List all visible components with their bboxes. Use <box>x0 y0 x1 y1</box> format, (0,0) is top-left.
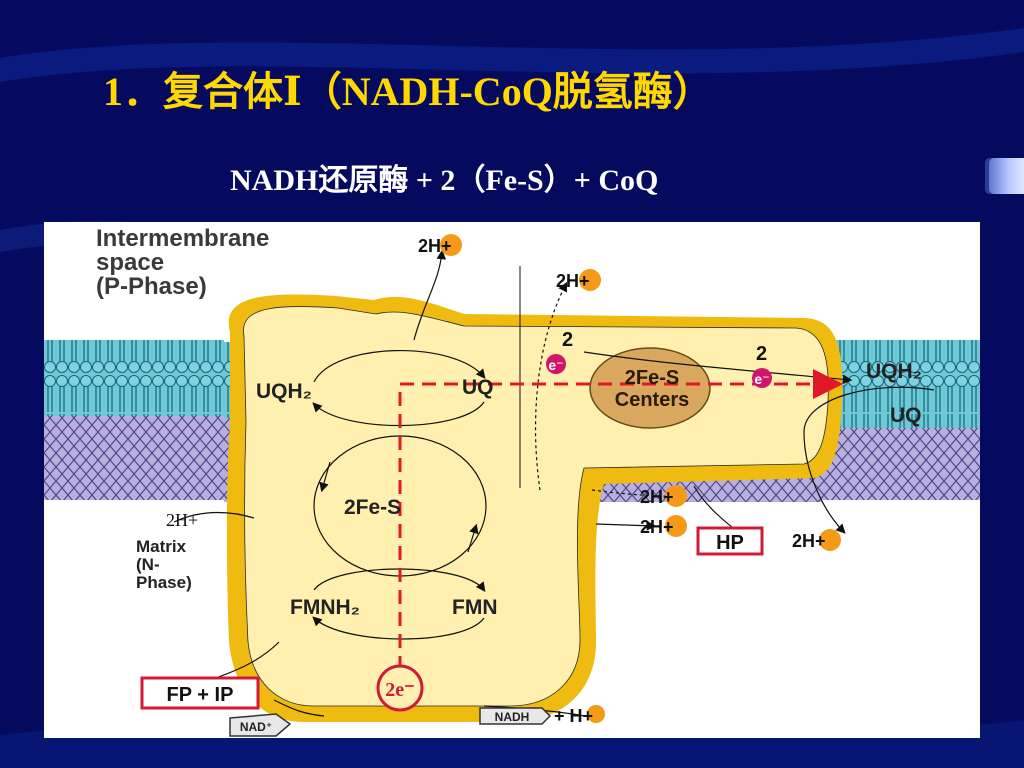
svg-text:NAD⁺: NAD⁺ <box>240 720 272 734</box>
proton-badge-right: 2H+ <box>792 529 841 551</box>
label-matrix: Matrix <box>136 537 187 556</box>
svg-text:2: 2 <box>562 329 573 351</box>
svg-text:2e⁻: 2e⁻ <box>385 679 414 701</box>
svg-text:e⁻: e⁻ <box>548 357 563 373</box>
svg-text:HP: HP <box>716 532 744 554</box>
proton-badge-right-top: 2H+ <box>556 269 601 291</box>
label-n-phase: Phase) <box>136 573 192 592</box>
label-matrix-2h: 2H+ <box>166 510 198 530</box>
slide-corner-tab <box>985 158 1024 194</box>
label-intermembrane: Intermembrane <box>96 225 269 252</box>
label-fes-centers-1: 2Fe-S <box>625 367 679 389</box>
label-p-phase: (P-Phase) <box>96 273 207 300</box>
label-uq-right: UQ <box>890 404 922 427</box>
label-space: space <box>96 249 164 276</box>
complex-i-body <box>226 294 843 722</box>
label-uqh2-right: UQH₂ <box>866 360 922 383</box>
hp-box: HP <box>696 526 764 556</box>
proton-badge-top: 2H+ <box>418 234 462 256</box>
label-uq-center: UQ <box>462 376 494 399</box>
slide-title: 1．复合体Ⅰ（NADH-CoQ脱氢酶） <box>103 69 713 114</box>
proton-badge-mid-1: 2H+ <box>640 485 687 507</box>
label-fes-centers-2: Centers <box>615 389 689 411</box>
label-2fes: 2Fe-S <box>344 496 401 519</box>
label-fmnh2: FMNH₂ <box>290 596 360 619</box>
fes-centers-blob <box>589 347 711 429</box>
nad-tag: NAD⁺ <box>229 713 292 737</box>
svg-text:2H+: 2H+ <box>640 487 674 507</box>
two-electron-circle: 2e⁻ <box>376 664 424 712</box>
label-uqh2-left: UQH₂ <box>256 380 312 403</box>
label-n: (N- <box>136 555 160 574</box>
svg-text:2H+: 2H+ <box>418 236 452 256</box>
electron-left: 2 e⁻ <box>546 329 573 374</box>
proton-badge-mid-2: 2H+ <box>640 515 687 537</box>
complex-i-diagram: Intermembrane space (P-Phase) Matrix (N-… <box>44 222 980 738</box>
svg-text:2H+: 2H+ <box>640 517 674 537</box>
svg-text:+ H+: + H+ <box>554 706 593 726</box>
label-fmn: FMN <box>452 596 498 619</box>
svg-text:e⁻: e⁻ <box>754 371 769 387</box>
electron-right: 2 e⁻ <box>752 343 772 388</box>
svg-text:2H+: 2H+ <box>792 531 826 551</box>
svg-text:NADH: NADH <box>495 710 530 724</box>
svg-text:FP + IP: FP + IP <box>167 684 234 706</box>
slide-subtitle: NADH还原酶 + 2（Fe-S）+ CoQ <box>230 164 659 197</box>
svg-text:2: 2 <box>756 343 767 365</box>
svg-text:2H+: 2H+ <box>556 271 590 291</box>
fp-ip-box: FP + IP <box>140 676 260 710</box>
nadh-tag: NADH + H+ <box>479 705 605 726</box>
